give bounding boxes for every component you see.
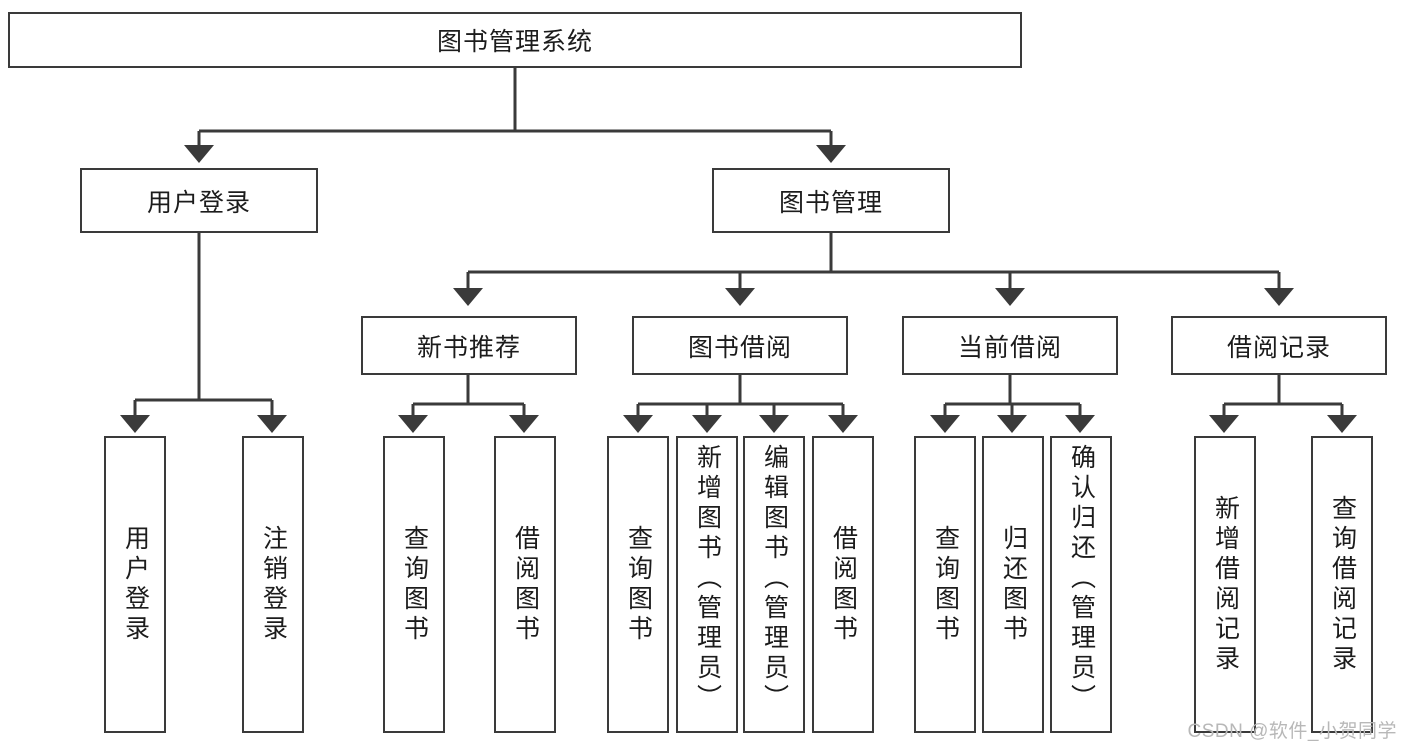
node-label: 用户登录 bbox=[121, 524, 150, 645]
leaf-text-wrap: 归还图书 bbox=[984, 438, 1042, 731]
node-label: 图书管理系统 bbox=[436, 28, 593, 56]
leaf-text-wrap: 确认归还（管理员） bbox=[1052, 438, 1110, 731]
leaf-text-wrap: 借阅图书 bbox=[814, 438, 872, 731]
leaf-text-wrap: 用户登录 bbox=[106, 438, 164, 731]
node-label: 编辑图书（管理员） bbox=[760, 444, 789, 714]
node-label: 新增图书（管理员） bbox=[693, 444, 722, 714]
node-label: 借阅图书 bbox=[511, 524, 540, 645]
leaf-recommend-query-book[interactable]: 查询图书 bbox=[383, 436, 445, 733]
leaf-text-wrap: 借阅图书 bbox=[496, 438, 554, 731]
node-current-borrow[interactable]: 当前借阅 bbox=[902, 316, 1118, 375]
leaf-text-wrap: 查询图书 bbox=[916, 438, 974, 731]
node-book-management[interactable]: 图书管理 bbox=[712, 168, 950, 233]
node-label: 图书管理 bbox=[778, 188, 883, 217]
node-root-system[interactable]: 图书管理系统 bbox=[8, 12, 1022, 68]
node-label: 归还图书 bbox=[999, 524, 1028, 645]
leaf-text-wrap: 注销登录 bbox=[244, 438, 302, 731]
leaf-text-wrap: 查询借阅记录 bbox=[1313, 438, 1371, 731]
leaf-borrow-borrow-book[interactable]: 借阅图书 bbox=[812, 436, 874, 733]
node-label: 查询借阅记录 bbox=[1328, 494, 1357, 675]
node-label: 查询图书 bbox=[931, 524, 960, 645]
leaf-user-logout[interactable]: 注销登录 bbox=[242, 436, 304, 733]
node-label: 注销登录 bbox=[259, 524, 288, 645]
node-label: 新增借阅记录 bbox=[1211, 494, 1240, 675]
node-label: 新书推荐 bbox=[416, 333, 521, 362]
node-label: 借阅图书 bbox=[829, 524, 858, 645]
node-label: 确认归还（管理员） bbox=[1067, 444, 1096, 714]
leaf-records-query-record[interactable]: 查询借阅记录 bbox=[1311, 436, 1373, 733]
leaf-current-query-book[interactable]: 查询图书 bbox=[914, 436, 976, 733]
leaf-borrow-query-book[interactable]: 查询图书 bbox=[607, 436, 669, 733]
leaf-current-confirm-return[interactable]: 确认归还（管理员） bbox=[1050, 436, 1112, 733]
leaf-recommend-borrow-book[interactable]: 借阅图书 bbox=[494, 436, 556, 733]
leaf-text-wrap: 编辑图书（管理员） bbox=[745, 438, 803, 731]
node-label: 查询图书 bbox=[624, 524, 653, 645]
leaf-text-wrap: 新增图书（管理员） bbox=[678, 438, 736, 731]
node-book-borrow[interactable]: 图书借阅 bbox=[632, 316, 848, 375]
leaf-text-wrap: 查询图书 bbox=[609, 438, 667, 731]
node-label: 当前借阅 bbox=[957, 333, 1062, 362]
node-borrow-records[interactable]: 借阅记录 bbox=[1171, 316, 1387, 375]
leaf-text-wrap: 查询图书 bbox=[385, 438, 443, 731]
leaf-records-add-record[interactable]: 新增借阅记录 bbox=[1194, 436, 1256, 733]
node-label: 用户登录 bbox=[146, 188, 251, 217]
node-label: 借阅记录 bbox=[1226, 333, 1331, 362]
leaf-borrow-add-book[interactable]: 新增图书（管理员） bbox=[676, 436, 738, 733]
node-user-login[interactable]: 用户登录 bbox=[80, 168, 318, 233]
leaf-user-login[interactable]: 用户登录 bbox=[104, 436, 166, 733]
leaf-borrow-edit-book[interactable]: 编辑图书（管理员） bbox=[743, 436, 805, 733]
leaf-current-return-book[interactable]: 归还图书 bbox=[982, 436, 1044, 733]
node-label: 图书借阅 bbox=[687, 333, 792, 362]
watermark-text: CSDN @软件_小贺同学 bbox=[1187, 721, 1397, 742]
node-label: 查询图书 bbox=[400, 524, 429, 645]
leaf-text-wrap: 新增借阅记录 bbox=[1196, 438, 1254, 731]
node-new-book-recommend[interactable]: 新书推荐 bbox=[361, 316, 577, 375]
